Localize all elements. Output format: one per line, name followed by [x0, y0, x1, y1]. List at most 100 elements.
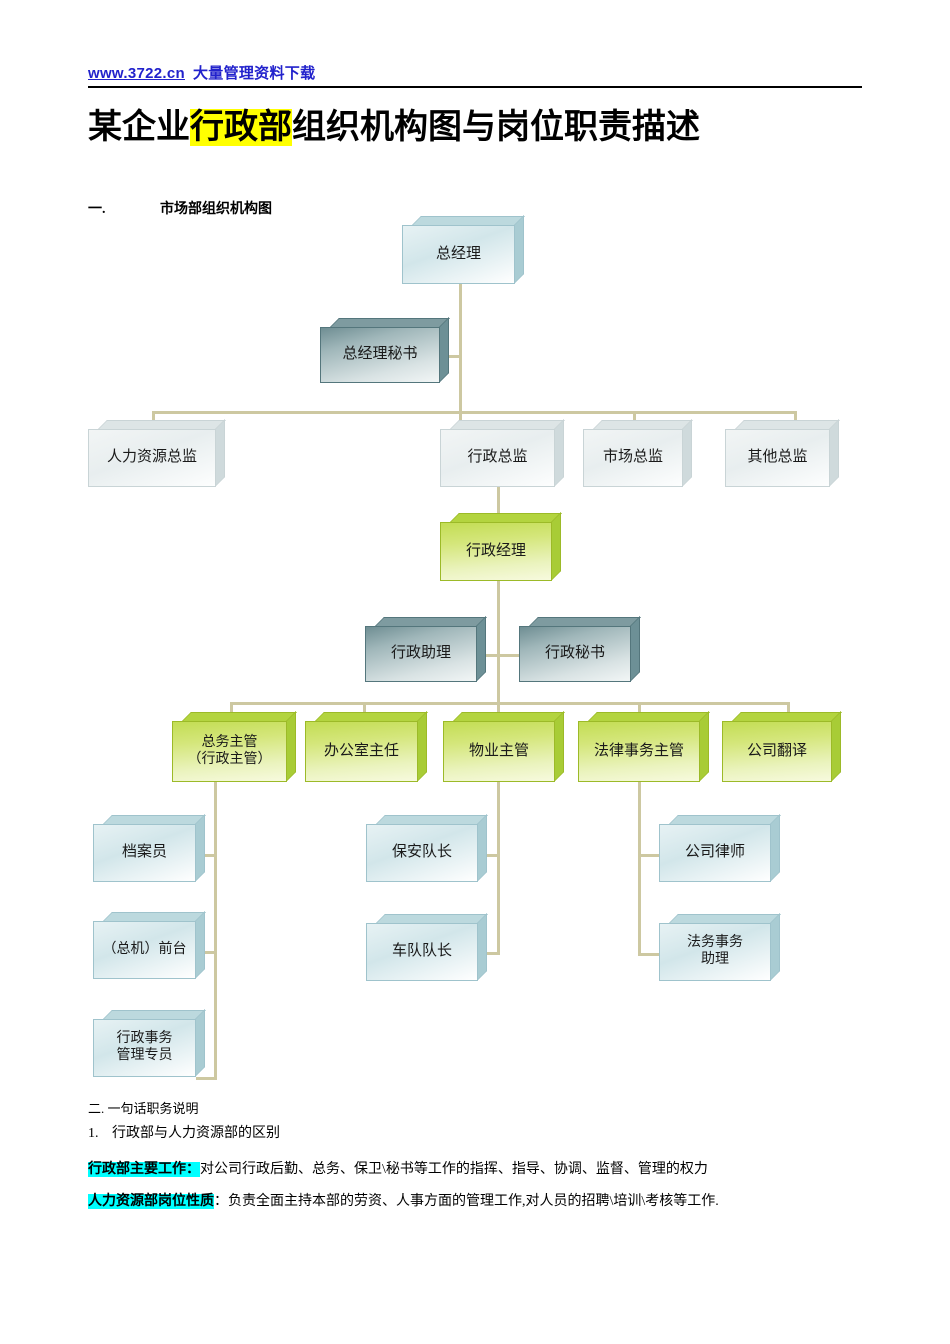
node-general-affairs-supervisor[interactable]: 总务主管 （行政主管） [172, 711, 297, 782]
connector-to-fleet-lead [478, 952, 499, 955]
node-label: 档案员 [93, 824, 196, 882]
node-admin-secretary[interactable]: 行政秘书 [519, 616, 641, 682]
node-fleet-team-leader[interactable]: 车队队长 [366, 913, 488, 981]
connector-to-admin-assistant [477, 654, 499, 657]
header-divider [88, 86, 862, 88]
node-side-face [630, 616, 640, 682]
node-label-line1: 行政事务 [116, 1031, 173, 1047]
list-item-difference: 1. 行政部与人力资源部的区别 [88, 1122, 280, 1142]
node-gm-secretary[interactable]: 总经理秘书 [320, 317, 450, 383]
node-label-line1: 法务事务 [687, 935, 743, 951]
connector-to-archivist [196, 854, 216, 857]
node-label: 公司律师 [659, 824, 771, 882]
connector-to-admin-specialist [196, 1077, 216, 1080]
connector-director-bus [152, 411, 797, 414]
title-part-after: 组织机构图与岗位职责描述 [292, 109, 700, 146]
node-label: 市场总监 [583, 429, 683, 487]
node-label: 车队队长 [366, 923, 478, 981]
node-side-face [699, 711, 709, 782]
node-side-face [831, 711, 841, 782]
node-label: 总务主管 （行政主管） [172, 721, 287, 782]
connector-drop-office-dir [363, 702, 366, 721]
connector-drop-general-sup [230, 702, 233, 721]
node-legal-affairs-supervisor[interactable]: 法律事务主管 [578, 711, 710, 782]
list-item-number: 1. [88, 1126, 99, 1141]
node-side-face [770, 913, 780, 981]
connector-to-lawyer [638, 854, 659, 857]
node-label: 物业主管 [443, 721, 555, 782]
node-side-face [514, 215, 524, 284]
connector-gm-secretary [441, 355, 462, 358]
node-label: 保安队长 [366, 824, 478, 882]
node-side-face [195, 911, 205, 979]
node-label: 法务事务 助理 [659, 923, 771, 981]
connector-to-admin-secretary [497, 654, 519, 657]
connector-drop-translator [787, 702, 790, 721]
node-general-manager[interactable]: 总经理 [402, 215, 525, 284]
node-label: 行政经理 [440, 522, 552, 581]
connector-admmgr-trunk [497, 581, 500, 702]
node-security-team-leader[interactable]: 保安队长 [366, 814, 488, 882]
node-hr-director[interactable]: 人力资源总监 [88, 419, 226, 487]
section-heading-one: 一.市场部组织机构图 [88, 198, 272, 218]
node-side-face [439, 317, 449, 383]
node-side-face [554, 711, 564, 782]
node-front-desk[interactable]: （总机）前台 [93, 911, 206, 979]
node-property-supervisor[interactable]: 物业主管 [443, 711, 565, 782]
section-heading-two: 二. 一句话职务说明 [88, 1098, 199, 1117]
connector-supervisor-bus [230, 702, 787, 705]
node-label-line1: 总务主管 [201, 734, 258, 750]
note-hr-body: ：负责全面主持本部的劳资、人事方面的管理工作,对人员的招聘\培训\考核等工作. [214, 1194, 719, 1209]
node-label: 人力资源总监 [88, 429, 216, 487]
node-label: 公司翻译 [722, 721, 832, 782]
note-hr-label: 人力资源部岗位性质 [88, 1194, 214, 1209]
node-label: （总机）前台 [93, 921, 196, 979]
node-admin-manager[interactable]: 行政经理 [440, 512, 562, 581]
page-title: 某企业行政部组织机构图与岗位职责描述 [88, 99, 878, 148]
node-side-face [476, 616, 486, 682]
node-side-face [286, 711, 296, 782]
node-market-director[interactable]: 市场总监 [583, 419, 693, 487]
node-admin-assistant[interactable]: 行政助理 [365, 616, 487, 682]
site-description[interactable]: 大量管理资料下载 [192, 65, 316, 82]
node-label: 总经理秘书 [320, 327, 440, 383]
node-side-face [682, 419, 692, 487]
connector-gensup-trunk [214, 782, 217, 1080]
node-company-lawyer[interactable]: 公司律师 [659, 814, 781, 882]
section-two-label: 一句话职务说明 [107, 1101, 199, 1116]
node-admin-affairs-specialist[interactable]: 行政事务 管理专员 [93, 1009, 206, 1077]
node-label: 法律事务主管 [578, 721, 700, 782]
connector-drop-legal-sup [638, 702, 641, 721]
connector-propsup-trunk [497, 782, 500, 955]
node-admin-director[interactable]: 行政总监 [440, 419, 565, 487]
node-side-face [477, 814, 487, 882]
note-admin-label: 行政部主要工作： [88, 1162, 200, 1177]
node-label: 办公室主任 [305, 721, 418, 782]
node-company-translator[interactable]: 公司翻译 [722, 711, 842, 782]
note-hr-duties: 人力资源部岗位性质：负责全面主持本部的劳资、人事方面的管理工作,对人员的招聘\培… [88, 1190, 719, 1210]
node-office-director[interactable]: 办公室主任 [305, 711, 428, 782]
node-side-face [417, 711, 427, 782]
connector-to-legal-assistant [638, 953, 659, 956]
node-label: 行政总监 [440, 429, 555, 487]
site-watermark-link[interactable]: www.3722.cn 大量管理资料下载 [88, 62, 315, 83]
node-side-face [195, 814, 205, 882]
node-label: 总经理 [402, 225, 515, 284]
connector-legalsup-trunk [638, 782, 641, 956]
node-label-line2: 管理专员 [116, 1048, 173, 1063]
connector-drop-property-sup [497, 702, 500, 721]
node-other-director[interactable]: 其他总监 [725, 419, 840, 487]
node-side-face [215, 419, 225, 487]
title-highlighted-term: 行政部 [190, 109, 292, 146]
site-url[interactable]: www.3722.cn [88, 65, 185, 82]
node-side-face [551, 512, 561, 581]
node-label: 行政秘书 [519, 626, 631, 682]
node-archivist[interactable]: 档案员 [93, 814, 206, 882]
node-side-face [554, 419, 564, 487]
note-admin-body: 对公司行政后勤、总务、保卫\秘书等工作的指挥、指导、协调、监督、管理的权力 [200, 1162, 708, 1177]
org-chart: 总经理 总经理秘书 人力资源总监 行政总监 市场总监 其他总监 [88, 215, 842, 1080]
node-side-face [477, 913, 487, 981]
node-legal-affairs-assistant[interactable]: 法务事务 助理 [659, 913, 781, 981]
section-one-number: 一. [88, 202, 106, 217]
